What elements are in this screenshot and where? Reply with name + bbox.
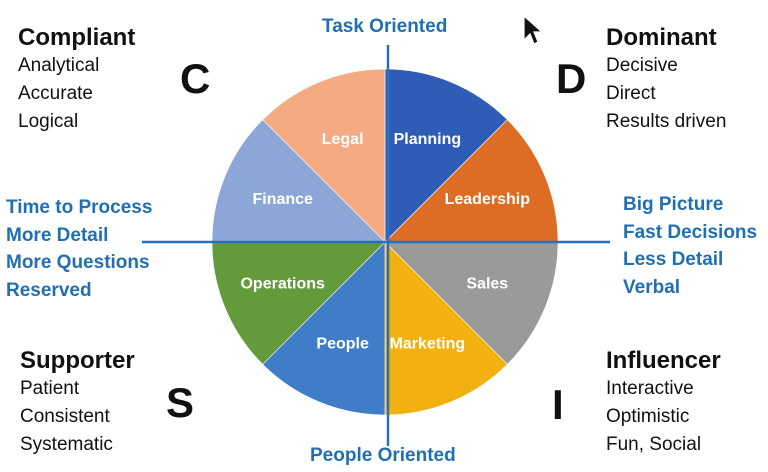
- influencer-trait: Fun, Social: [606, 434, 702, 455]
- wheel-segment-finance: [211, 119, 386, 243]
- wheel-segment-marketing: [384, 241, 508, 416]
- wheel-label-people: People: [316, 336, 369, 353]
- wheel-label-leadership: Leadership: [445, 191, 531, 208]
- wheel-label-planning: Planning: [394, 131, 462, 148]
- wheel-segment-people: [262, 241, 386, 416]
- letter-c: C: [180, 55, 211, 102]
- supporter-quadrant: Supporter Patient Consistent Systematic: [20, 347, 135, 459]
- influencer-title: Influencer: [606, 347, 721, 374]
- right-side-item: Less Detail: [623, 249, 724, 270]
- compliant-title: Compliant: [18, 24, 136, 51]
- letter-d: D: [556, 55, 587, 102]
- right-side-list: Big Picture Fast Decisions Less Detail V…: [623, 191, 757, 301]
- wheel-segment-sales: [384, 241, 559, 365]
- wheel-segment-operations: [211, 241, 386, 365]
- supporter-trait: Systematic: [20, 434, 113, 455]
- wheel-label-operations: Operations: [240, 276, 325, 293]
- compliant-trait: Logical: [18, 111, 79, 132]
- wheel-label-sales: Sales: [466, 276, 508, 293]
- left-side-item: More Detail: [6, 224, 109, 246]
- wheel-label-finance: Finance: [252, 191, 313, 208]
- dominant-trait: Decisive: [606, 55, 678, 76]
- compliant-trait: Accurate: [18, 83, 93, 104]
- dominant-title: Dominant: [606, 24, 717, 51]
- compliant-quadrant: Compliant Analytical Accurate Logical: [18, 24, 135, 136]
- dominant-trait: Results driven: [606, 111, 727, 132]
- influencer-quadrant: Influencer Interactive Optimistic Fun, S…: [606, 347, 721, 459]
- axis-top-label: Task Oriented: [322, 16, 448, 37]
- right-side-item: Verbal: [623, 276, 681, 298]
- dominant-quadrant: Dominant Decisive Direct Results driven: [606, 24, 726, 136]
- wheel-segment-legal: [262, 68, 386, 243]
- wheel-segment-leadership: [384, 119, 559, 243]
- dominant-trait: Direct: [606, 83, 656, 104]
- letter-s: S: [166, 379, 195, 426]
- compliant-trait: Analytical: [18, 55, 100, 76]
- left-side-item: Reserved: [6, 279, 92, 301]
- right-side-item: Fast Decisions: [623, 221, 758, 243]
- arrow-cursor-icon: [523, 14, 544, 45]
- right-side-item: Big Picture: [623, 194, 724, 215]
- axis-bottom-label: People Oriented: [310, 445, 456, 466]
- supporter-trait: Consistent: [20, 406, 110, 427]
- wheel-segment-planning: [384, 68, 508, 243]
- letter-i: I: [552, 381, 564, 428]
- left-side-item: Time to Process: [6, 197, 153, 218]
- wheel-label-marketing: Marketing: [390, 336, 466, 353]
- left-side-list: Time to Process More Detail More Questio…: [6, 194, 152, 304]
- supporter-title: Supporter: [20, 347, 135, 374]
- influencer-trait: Interactive: [606, 378, 694, 399]
- wheel-label-legal: Legal: [322, 131, 364, 148]
- supporter-trait: Patient: [20, 378, 80, 399]
- influencer-trait: Optimistic: [606, 406, 690, 427]
- left-side-item: More Questions: [6, 252, 150, 273]
